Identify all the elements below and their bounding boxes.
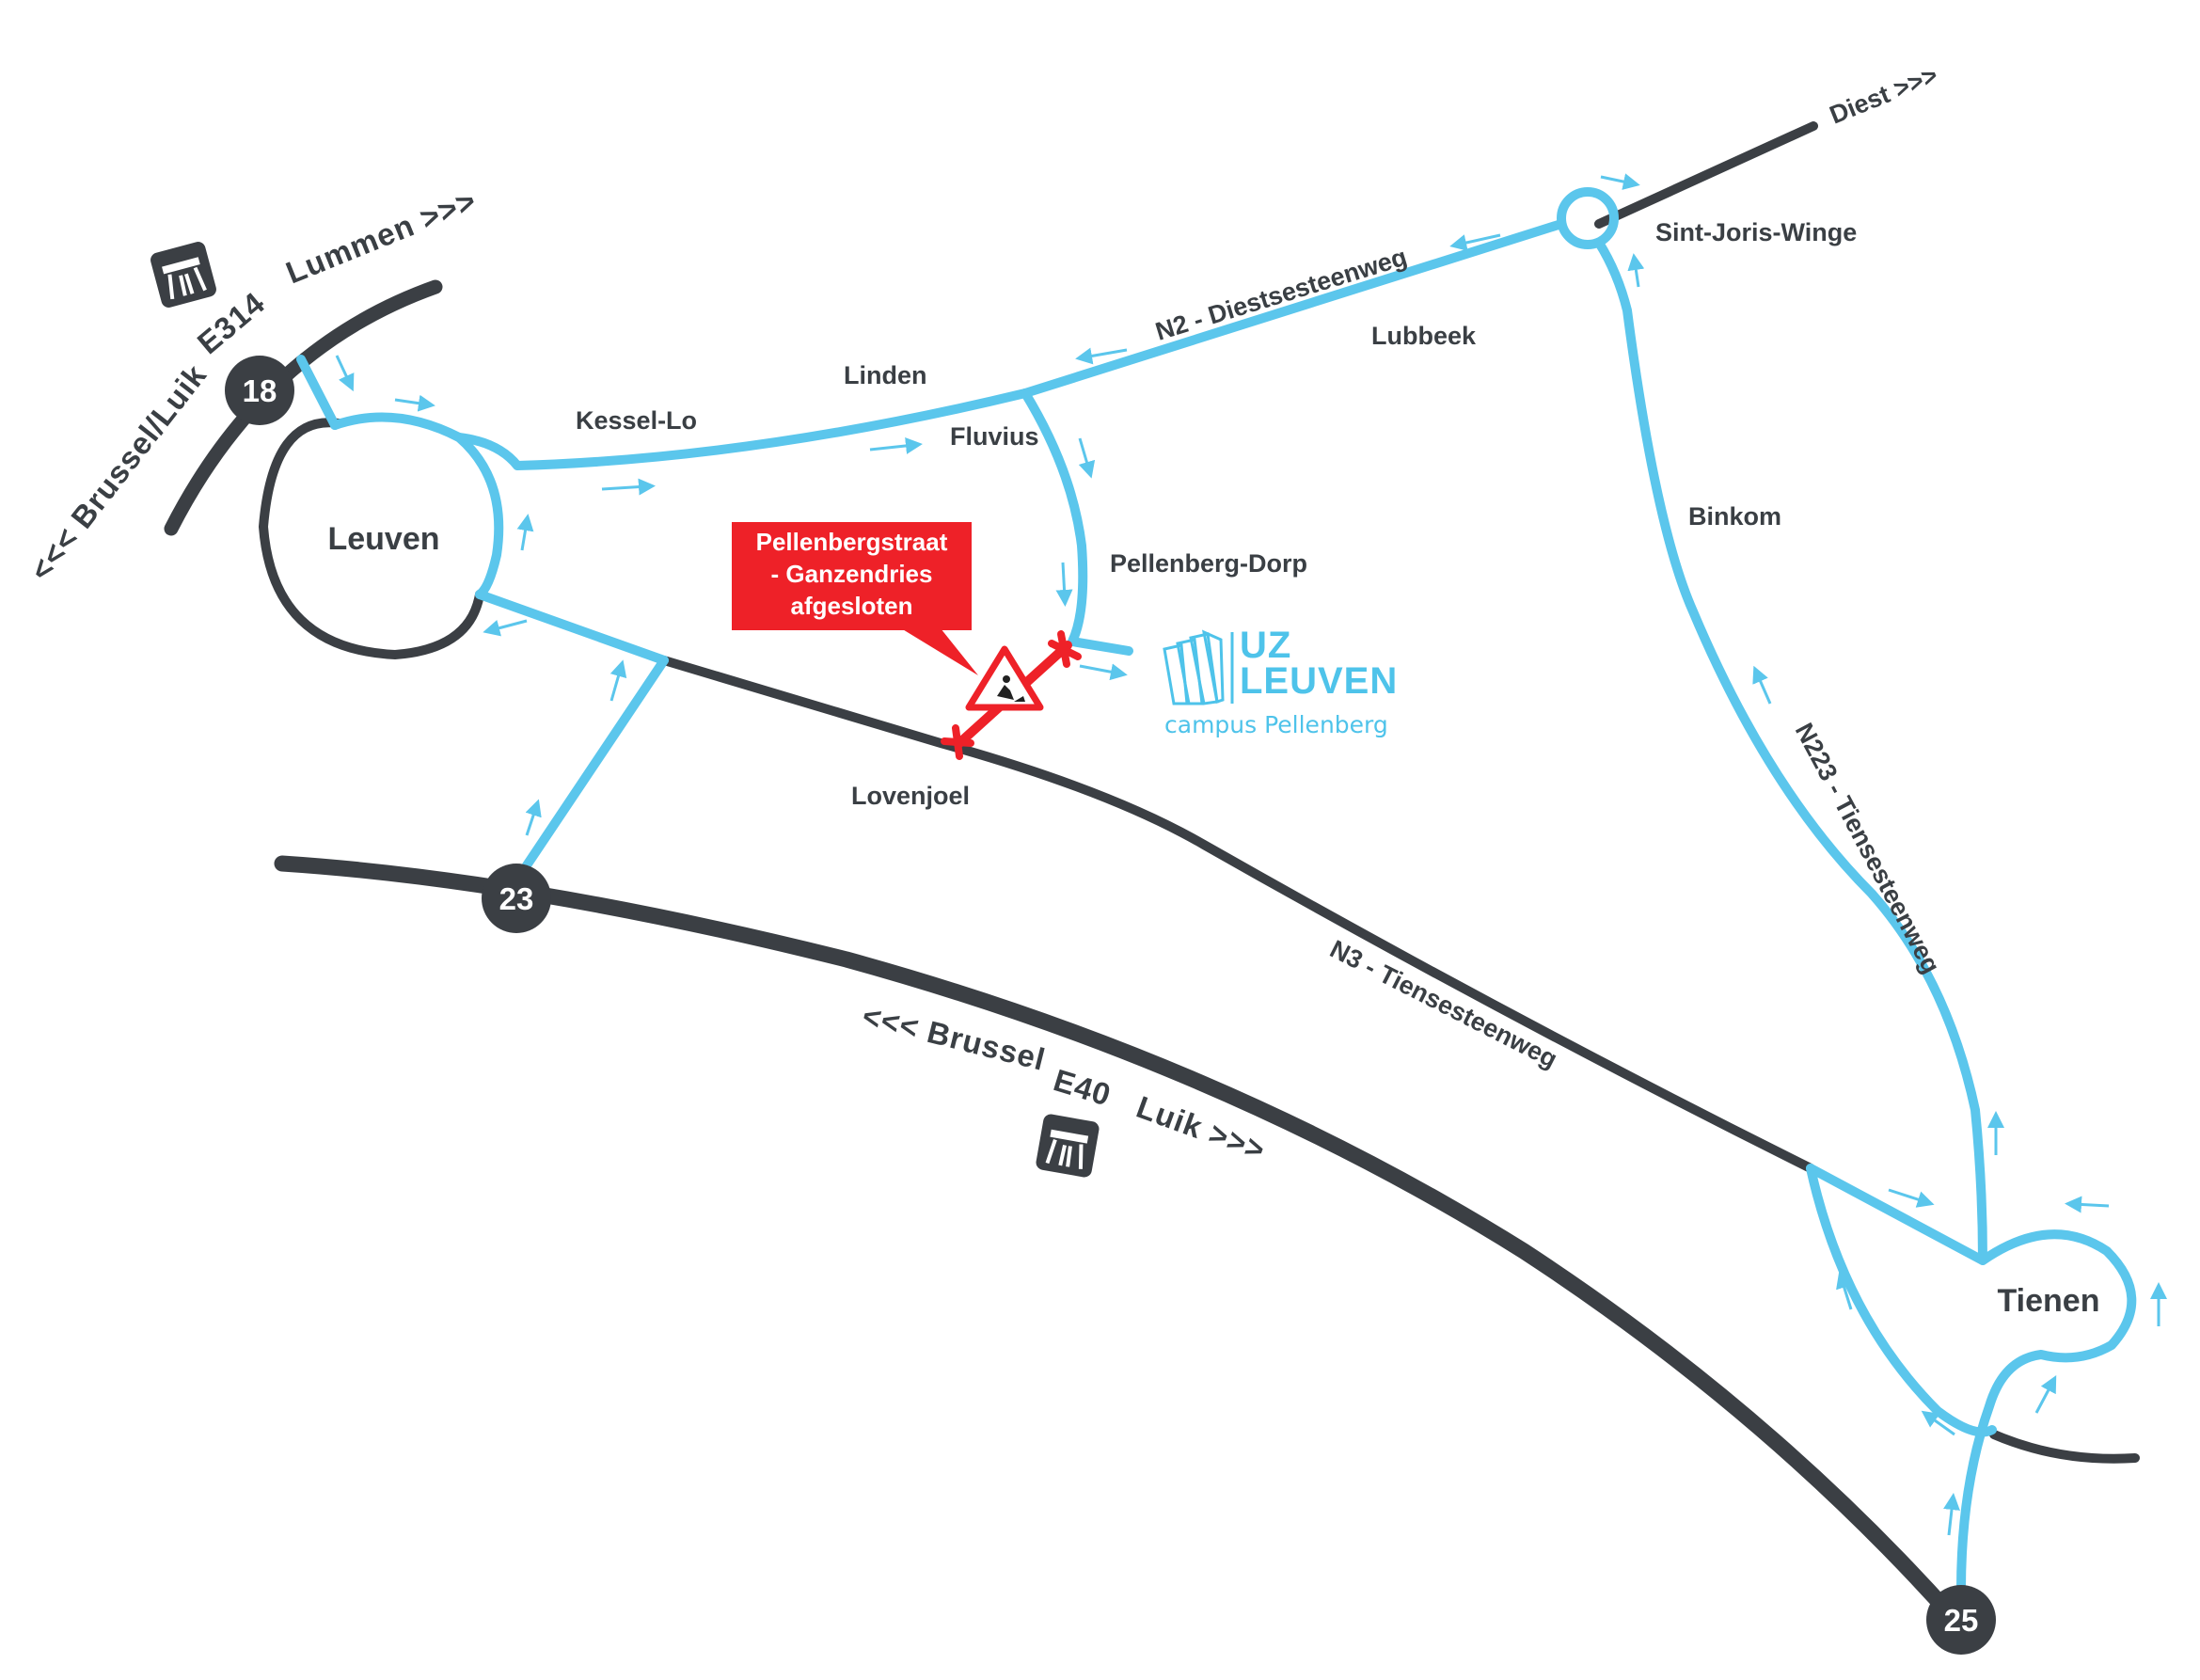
route-n2 (1021, 219, 1566, 398)
direction-arrow-icon (335, 355, 355, 392)
routes (296, 187, 2137, 1594)
direction-arrow-icon (1055, 562, 1073, 607)
direction-arrow-icon (601, 478, 656, 496)
uz-logo-line1: UZ (1240, 625, 1292, 666)
direction-arrow-icon (1075, 347, 1128, 365)
direction-arrow-icon (394, 394, 435, 412)
n3-label: N3 - Tiensesteenweg (1325, 935, 1561, 1074)
diest-label: Diest >>> (1826, 60, 1941, 129)
uz-logo-subtitle: campus Pellenberg (1164, 711, 1388, 738)
e40-highway (274, 855, 1960, 1625)
closure-line3: afgesloten (790, 592, 913, 620)
place-fluvius: Fluvius (950, 422, 1039, 451)
direction-arrow-icon (1921, 1410, 1955, 1436)
route-fluvius-uz (1021, 388, 1133, 656)
e314-west-label: <<< Brussel/Luik (23, 357, 213, 587)
direction-arrow-icon (1449, 233, 1501, 251)
closure-line (901, 628, 1082, 760)
route-n3-leuven (475, 590, 669, 665)
direction-arrow-icon (483, 619, 528, 637)
exit-18: 18 (225, 356, 294, 425)
exit-25-number: 25 (1944, 1603, 1979, 1638)
route-exit23 (522, 656, 669, 870)
closure-line1: Pellenbergstraat (755, 528, 948, 556)
direction-arrow-icon (1627, 253, 1645, 288)
direction-arrows (335, 173, 2167, 1536)
tienen-ring-blue (1806, 1164, 2137, 1594)
n223-label: N223 - Tiensesteenweg (1790, 719, 1946, 978)
place-kessel-lo: Kessel-Lo (576, 406, 697, 435)
place-pellenberg-dorp: Pellenberg-Dorp (1110, 549, 1307, 578)
direction-arrow-icon (1752, 665, 1772, 705)
exit-18-number: 18 (243, 373, 277, 408)
tienen-ring-dark (1989, 1430, 2140, 1464)
leuven-ring-blue (330, 412, 504, 599)
closure-callout: Pellenbergstraat - Ganzendries afgeslote… (732, 522, 972, 630)
place-sint-joris-winge: Sint-Joris-Winge (1655, 218, 1857, 246)
place-leuven: Leuven (327, 521, 439, 557)
closure-cross-icon (941, 724, 974, 760)
roundabout-sint-joris-winge (1557, 187, 1619, 249)
motorway-icon (1036, 1114, 1100, 1178)
exit-23-number: 23 (499, 881, 534, 916)
roadworks-warning-icon (965, 645, 1044, 711)
direction-arrow-icon (1079, 663, 1128, 681)
e314-east-label: Lummen >>> (281, 182, 482, 291)
closure-line2: - Ganzendries (770, 560, 933, 588)
direction-arrow-icon (609, 659, 627, 702)
tienen-ring-left (1806, 1164, 1997, 1437)
exit-23: 23 (482, 864, 551, 933)
place-lubbeek: Lubbeek (1371, 322, 1477, 350)
direction-arrow-icon (1600, 173, 1640, 190)
direction-arrow-icon (869, 437, 923, 454)
leuven-ring-dark (258, 418, 484, 660)
place-binkom: Binkom (1688, 502, 1781, 531)
n3-road (659, 656, 1815, 1173)
direction-arrow-icon (1836, 1271, 1853, 1310)
direction-arrow-icon (1943, 1493, 1960, 1536)
route-kessello-n2 (454, 388, 1030, 470)
direction-arrow-icon (1888, 1188, 1935, 1208)
closure-callout-pointer (901, 628, 978, 675)
place-linden: Linden (844, 361, 927, 389)
route-exit18-leuven (296, 355, 340, 430)
highways (164, 121, 2140, 1625)
uz-logo-line2: LEUVEN (1240, 660, 1399, 702)
exit-25: 25 (1926, 1585, 1996, 1655)
place-tienen: Tienen (1998, 1283, 2100, 1319)
uz-leuven-logo-icon (1163, 629, 1234, 705)
e40-name-label: E40 (1050, 1062, 1116, 1112)
direction-arrow-icon (1078, 437, 1096, 479)
direction-arrow-icon (525, 799, 542, 836)
direction-arrow-icon (2034, 1375, 2057, 1414)
route-n223 (1594, 238, 1987, 1265)
place-lovenjoel: Lovenjoel (851, 782, 970, 810)
diest-road (1594, 121, 1818, 229)
direction-arrow-icon (516, 514, 534, 551)
direction-arrow-icon (2065, 1196, 2110, 1213)
closure-cross-icon (1048, 630, 1082, 668)
motorway-icon (150, 242, 216, 308)
